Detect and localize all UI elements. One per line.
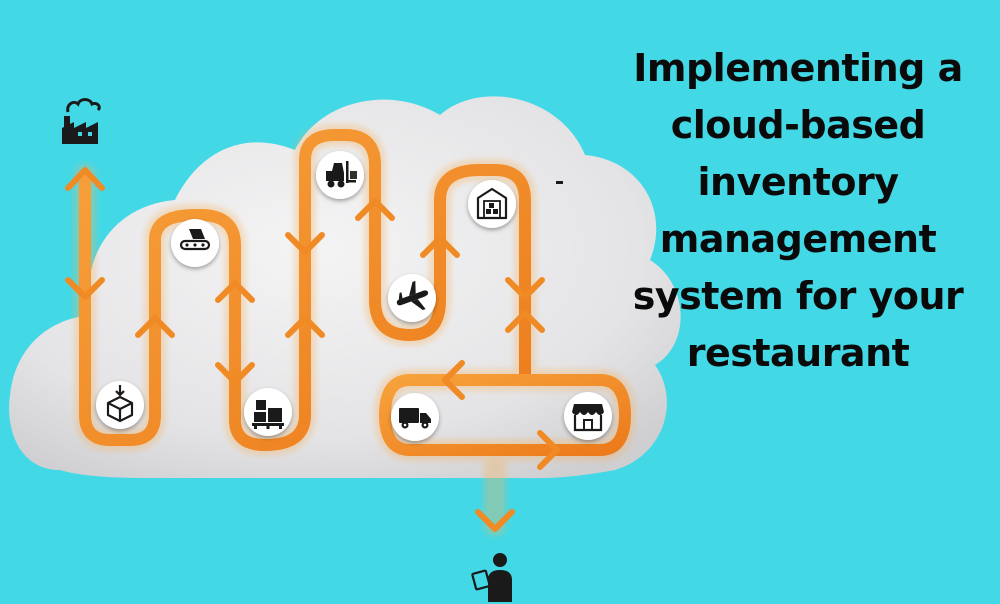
arrow-down bbox=[505, 277, 545, 300]
edge-mark bbox=[556, 181, 563, 184]
customer-icon bbox=[471, 553, 512, 602]
airplane-icon bbox=[396, 280, 429, 311]
arrow-left bbox=[442, 360, 465, 400]
path-arrows bbox=[65, 167, 560, 532]
arrow-up bbox=[355, 198, 395, 221]
truck-icon bbox=[399, 408, 431, 429]
node-store bbox=[564, 392, 612, 440]
headline-line: Implementing a bbox=[633, 46, 963, 90]
boxes-pallet-icon bbox=[252, 400, 284, 429]
workflow-path bbox=[79, 129, 631, 531]
headline-line: management bbox=[659, 217, 937, 261]
conveyor-icon bbox=[179, 229, 211, 251]
arrow-down bbox=[65, 277, 105, 300]
node-receiving bbox=[96, 381, 144, 429]
arrow-down bbox=[475, 509, 515, 532]
package-down-icon bbox=[106, 385, 134, 423]
headline-line: inventory bbox=[697, 160, 899, 204]
arrow-up bbox=[65, 167, 105, 191]
headline: Implementing a cloud-based inventory man… bbox=[618, 40, 978, 382]
storefront-icon bbox=[572, 404, 604, 432]
arrow-down bbox=[285, 232, 325, 255]
arrow-down bbox=[215, 362, 255, 385]
headline-line: restaurant bbox=[686, 331, 910, 375]
arrow-up bbox=[285, 315, 325, 338]
arrow-up bbox=[215, 280, 255, 303]
headline-line: cloud-based bbox=[670, 103, 926, 147]
headline-line: system for your bbox=[632, 274, 964, 318]
factory-icon bbox=[62, 98, 101, 144]
arrow-up bbox=[505, 310, 545, 333]
forklift-icon bbox=[326, 161, 357, 188]
arrow-right bbox=[537, 430, 560, 470]
node-conveyor bbox=[171, 219, 219, 267]
arrow-up bbox=[135, 315, 175, 338]
arrow-up bbox=[420, 235, 460, 258]
warehouse-icon bbox=[476, 187, 508, 220]
